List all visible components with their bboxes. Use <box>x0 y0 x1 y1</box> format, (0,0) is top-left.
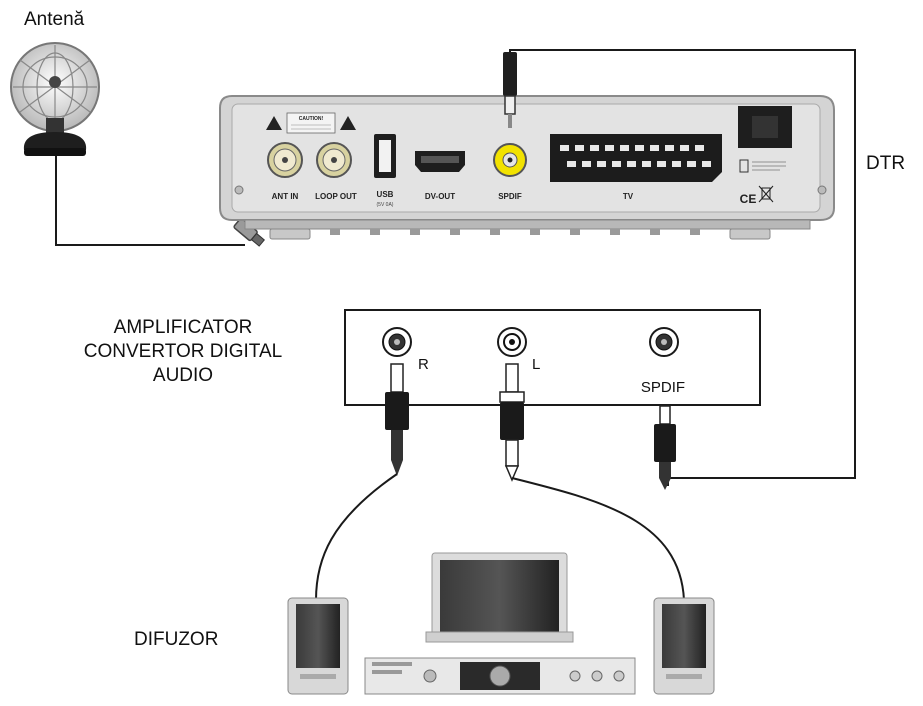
rca-plug-spdif <box>654 405 676 490</box>
antenna-cable <box>55 156 245 246</box>
scart-pin <box>582 161 591 167</box>
power-socket <box>738 106 792 148</box>
rca-plug-r <box>385 363 409 476</box>
ce-mark: CE <box>740 192 757 206</box>
scart-port <box>550 134 722 182</box>
scart-pin <box>695 145 704 151</box>
weee-icon <box>758 185 774 203</box>
tv-label: TV <box>623 192 634 201</box>
scart-pin <box>702 161 711 167</box>
ant-in-port <box>267 142 303 178</box>
dv-out-port <box>415 151 465 172</box>
spdif-out-label: SPDIF <box>498 192 522 201</box>
usb-port <box>374 134 396 178</box>
scart-pin <box>597 161 606 167</box>
amplifier-label-line3: AUDIO <box>152 364 214 386</box>
amp-r-label: R <box>418 356 429 373</box>
antenna-label: Antenă <box>24 9 85 30</box>
warning-icon <box>266 116 282 130</box>
amplifier-label-line2: CONVERTOR DIGITAL <box>83 340 283 362</box>
amplifier-device: R L SPDIF <box>344 309 761 406</box>
warning-title: CAUTION! <box>299 116 324 122</box>
scart-pin <box>657 161 666 167</box>
speaker-system-icon <box>287 552 715 695</box>
scart-pin <box>605 145 614 151</box>
scart-pin <box>672 161 681 167</box>
dv-out-label: DV-OUT <box>425 192 455 201</box>
usb-label: USB <box>377 190 394 199</box>
receiver-device: CAUTION! ANT IN LOOP OUT USB (5V 0A) <box>219 95 835 240</box>
speaker-cable-r <box>315 473 398 601</box>
ant-in-label: ANT IN <box>272 192 299 201</box>
scart-pin <box>650 145 659 151</box>
amp-l-jack <box>497 327 527 357</box>
usb-sub-label: (5V 0A) <box>377 202 394 208</box>
loop-out-label: LOOP OUT <box>315 192 357 201</box>
scart-pin <box>612 161 621 167</box>
amplifier-label: AMPLIFICATOR CONVERTOR DIGITAL AUDIO <box>38 316 328 387</box>
scart-pin <box>590 145 599 151</box>
scart-pin <box>620 145 629 151</box>
spdif-out-port <box>493 143 527 177</box>
warning-icon <box>340 116 356 130</box>
speaker-cable-l <box>511 477 685 601</box>
spdif-plug-icon <box>503 52 517 128</box>
scart-pin <box>665 145 674 151</box>
dtr-label: DTR <box>866 153 906 174</box>
rca-plug-l <box>499 363 525 482</box>
scart-pin <box>560 145 569 151</box>
scart-pin <box>575 145 584 151</box>
scart-pin <box>635 145 644 151</box>
loop-out-port <box>316 142 352 178</box>
scart-pin <box>567 161 576 167</box>
scart-pin <box>642 161 651 167</box>
amp-l-label: L <box>532 356 540 373</box>
amp-spdif-label: SPDIF <box>641 379 685 396</box>
amp-r-jack <box>382 327 412 357</box>
speaker-label: DIFUZOR <box>134 629 219 650</box>
antenna-icon <box>10 42 100 156</box>
warning-label <box>286 112 336 134</box>
scart-pin <box>680 145 689 151</box>
scart-pin <box>687 161 696 167</box>
amplifier-label-line1: AMPLIFICATOR <box>113 317 253 338</box>
scart-pin <box>627 161 636 167</box>
amp-spdif-jack <box>649 327 679 357</box>
